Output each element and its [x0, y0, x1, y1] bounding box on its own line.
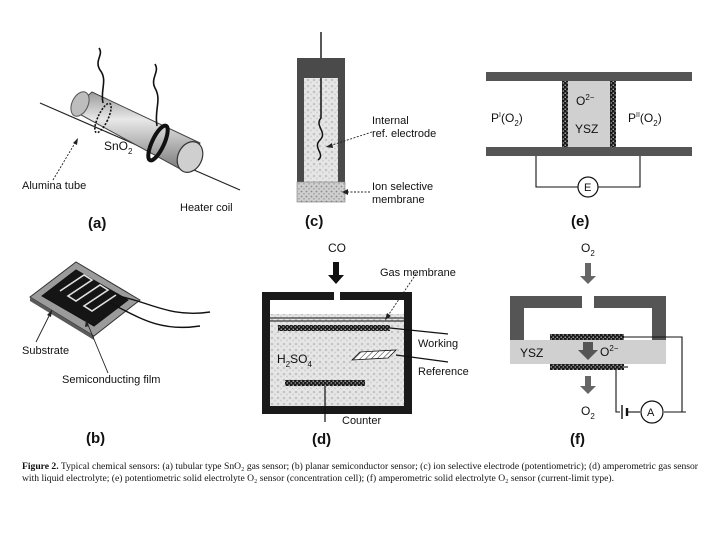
gas-space — [270, 300, 404, 314]
caption-text: Typical chemical sensors: (a) tubular ty… — [22, 461, 698, 484]
panel-b-label: (b) — [86, 430, 105, 447]
wire-f-right — [624, 336, 686, 413]
anode — [550, 364, 624, 370]
gas-membrane-label: Gas membrane — [380, 267, 456, 279]
meander-electrode — [59, 274, 117, 312]
membrane-arrowhead — [342, 189, 348, 195]
panel-c-label: (c) — [305, 213, 323, 230]
lead-wire-b1 — [117, 295, 211, 314]
panel-f-limiting-current-sensor: O2 YSZ O2− O2 A (f) — [510, 241, 686, 448]
panel-e-concentration-cell: E PI(O2) PII(O2) O2− YSZ (e) — [486, 72, 692, 230]
cap-top-right — [594, 296, 666, 308]
membrane-label-line1: Ion selective — [372, 181, 433, 193]
co-label: CO — [328, 241, 346, 255]
ysz-label-e: YSZ — [575, 122, 598, 136]
working-electrode — [278, 325, 390, 331]
electrode-wall-left — [297, 78, 304, 182]
alumina-tube-label: Alumina tube — [22, 180, 86, 192]
panel-a-tubular-sensor: SnO2 Alumina tube Heater coil (a) — [22, 47, 241, 232]
ammeter-label: A — [647, 407, 655, 419]
wire-e-right — [598, 156, 641, 188]
ref-electrode-arrowhead — [326, 143, 333, 148]
cap-top-left — [510, 296, 582, 308]
alumina-tube-pointer — [52, 137, 79, 181]
counter-label: Counter — [342, 415, 381, 427]
panel-b-planar-sensor: Substrate Semiconducting film (b) — [22, 261, 211, 447]
semiconducting-film — [41, 269, 129, 327]
reference-electrode — [350, 349, 398, 361]
substrate-arrowhead — [47, 310, 52, 317]
p2-label: PII(O2) — [628, 111, 662, 128]
lead-wire-right — [152, 63, 159, 127]
internal-label-line1: Internal — [372, 115, 409, 127]
cell-top-right-wall — [340, 292, 412, 300]
gas-membrane-pointer — [384, 273, 417, 321]
wall-bottom — [486, 147, 692, 156]
lead-wire-left — [97, 47, 105, 104]
ysz-electrolyte — [568, 81, 610, 147]
cap-side-left — [510, 296, 524, 340]
panel-d-amperometric-cell: CO Gas membrane Working Reference Counte… — [262, 241, 469, 448]
sno2-label: SnO2 — [104, 139, 133, 156]
voltmeter-label: E — [584, 182, 591, 194]
o2-out-arrow — [580, 376, 596, 394]
cathode — [550, 334, 624, 340]
electrode-ring-right — [146, 123, 170, 163]
panel-f-label: (f) — [570, 431, 585, 448]
o2-ion-arrow — [578, 342, 598, 360]
voltmeter — [577, 176, 599, 198]
electrode-right — [610, 81, 616, 147]
h2so4-label: H2SO4 — [277, 352, 312, 369]
internal-label-line2: ref. electrode — [372, 128, 436, 140]
reference-label: Reference — [418, 366, 469, 378]
ysz-label-f: YSZ — [520, 346, 543, 360]
heater-coil-label: Heater coil — [180, 202, 233, 214]
ref-electrode-pointer — [325, 131, 373, 148]
film-pointer — [85, 319, 109, 374]
substrate-edge — [30, 297, 94, 340]
gas-membrane-arrowhead — [385, 313, 391, 320]
o2-in-label: O2 — [581, 241, 595, 258]
semiconducting-film-label: Semiconducting film — [62, 374, 160, 386]
working-label: Working — [418, 338, 458, 350]
alumina-tube-arrowhead — [73, 138, 78, 145]
wall-top — [486, 72, 692, 81]
electrode-wall-right — [338, 78, 345, 182]
o2-ion-label-f: O2− — [600, 344, 619, 359]
ammeter — [640, 400, 664, 424]
cell-left-wall — [262, 292, 270, 414]
o2-in-arrow — [580, 263, 596, 284]
panel-c-ion-selective-electrode: Internal ref. electrode Ion selective me… — [296, 32, 436, 230]
membrane-label-line2: membrane — [372, 194, 425, 206]
tube-right-end — [176, 141, 204, 173]
substrate-label: Substrate — [22, 345, 69, 357]
counter-electrode — [285, 380, 365, 386]
cap-side-right — [652, 296, 666, 340]
cell-bottom-wall — [262, 406, 412, 414]
working-lead — [389, 327, 449, 335]
reference-lead — [395, 354, 449, 363]
internal-reference-electrode — [316, 78, 324, 161]
panel-a-label: (a) — [88, 215, 106, 232]
p1-label: PI(O2) — [491, 111, 523, 128]
o2-ion-label: O2− — [576, 93, 595, 108]
o2-out-label: O2 — [581, 404, 595, 421]
wire-f-left — [615, 370, 620, 413]
film-arrowhead — [85, 320, 89, 327]
caption-figure-number: Figure 2. — [22, 461, 59, 472]
electrode-ring-left — [94, 102, 112, 134]
tube-left-end — [70, 91, 90, 117]
wire-e-left — [535, 156, 578, 188]
electrode-left — [562, 81, 568, 147]
electrode-cap — [297, 58, 345, 78]
panel-d-label: (d) — [312, 431, 331, 448]
ion-selective-membrane — [296, 181, 346, 203]
figure-caption: Figure 2. Typical chemical sensors: (a) … — [22, 461, 698, 485]
cell-right-wall — [404, 292, 412, 414]
cell-top-left-wall — [262, 292, 334, 300]
co-arrow — [328, 262, 344, 284]
lead-wire-b2 — [109, 302, 201, 329]
panel-e-label: (e) — [571, 213, 589, 230]
